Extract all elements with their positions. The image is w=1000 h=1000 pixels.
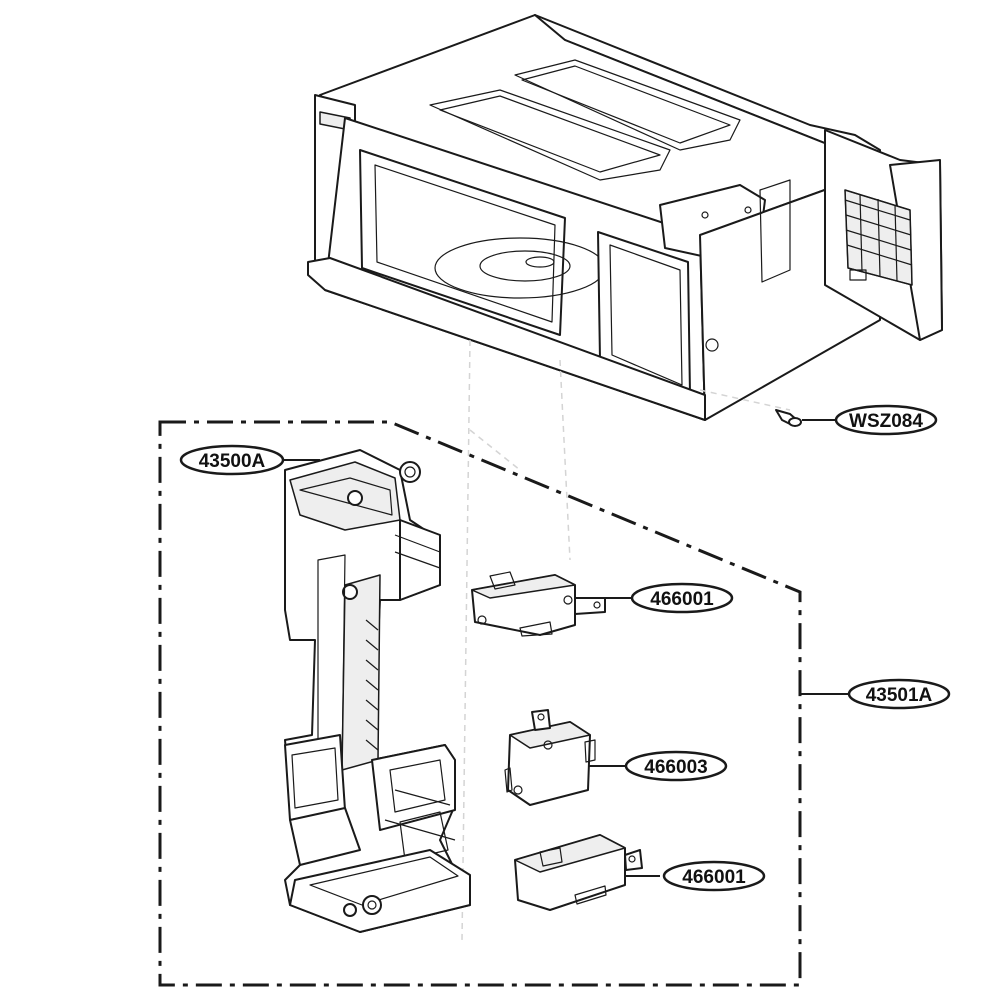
callout-label-466001-bottom: 466001 <box>682 867 746 888</box>
callout-label-466003: 466003 <box>644 757 707 778</box>
micro-switch-bottom <box>514 834 643 911</box>
exploded-view-guides <box>461 339 791 941</box>
microwave-cavity-chassis <box>307 14 943 421</box>
callout-466001-bottom: 466001 <box>626 860 766 892</box>
callout-label-466001-top: 466001 <box>650 589 714 610</box>
callout-label-43500a: 43500A <box>199 451 266 472</box>
callout-43501a: 43501A <box>800 678 951 710</box>
assembly-boundary <box>158 420 802 987</box>
callout-label-wsz084: WSZ084 <box>849 411 923 432</box>
callout-466001-top: 466001 <box>605 582 734 614</box>
micro-switch-middle <box>504 709 596 806</box>
callout-466003: 466003 <box>588 750 728 782</box>
latch-holder-part <box>284 449 471 933</box>
micro-switch-top <box>471 571 606 637</box>
callout-label-43501a: 43501A <box>866 685 933 706</box>
screw-part <box>775 409 802 427</box>
callout-wsz084: WSZ084 <box>802 404 938 436</box>
callout-43500a: 43500A <box>179 444 320 476</box>
